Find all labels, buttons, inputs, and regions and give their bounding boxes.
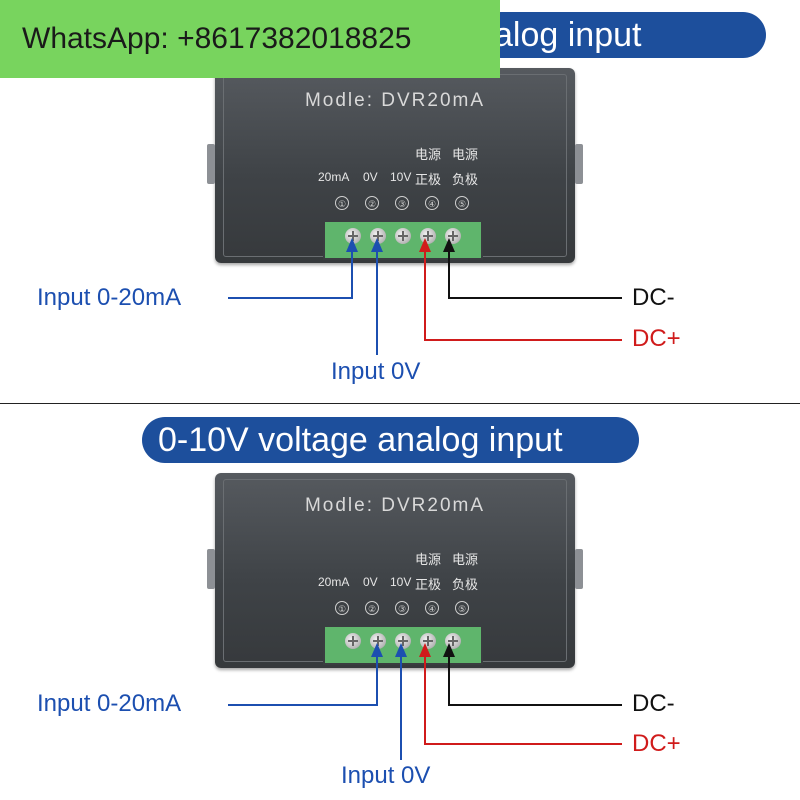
- meter-device: Modle: DVR20mA 电源 电源 20mA 0V 10V 正极 负极 ①…: [207, 68, 583, 263]
- label-dc-plus: DC+: [632, 325, 681, 352]
- label-input-0v: Input 0V: [341, 762, 431, 789]
- terminal-number-1: ①: [335, 601, 349, 615]
- wiring-lines: [228, 643, 622, 760]
- label-input-ma: Input 0-20mA: [37, 284, 182, 311]
- wiring-lines: [228, 238, 622, 355]
- terminal-label-20ma: 20mA: [318, 575, 350, 589]
- terminal-number-3: ③: [395, 601, 409, 615]
- terminal-label-0v: 0V: [363, 575, 378, 589]
- section-banner: 0-10V voltage analog input: [142, 417, 639, 463]
- label-input-ma: Input 0-20mA: [37, 690, 182, 717]
- screw-4: [420, 228, 436, 244]
- arrow-input-0v: [371, 238, 383, 252]
- screw-1: [345, 228, 361, 244]
- positive-label: 正极: [415, 172, 442, 187]
- negative-label: 负极: [452, 577, 479, 592]
- terminal-number-3: ③: [395, 196, 409, 210]
- terminal-label-0v: 0V: [363, 170, 378, 184]
- screw-3: [395, 633, 411, 649]
- section-banner: alog input: [478, 12, 766, 58]
- terminal-number-4: ④: [425, 601, 439, 615]
- label-input-0v: Input 0V: [331, 358, 421, 385]
- power-label-5: 电源: [452, 552, 479, 567]
- terminal-number-1: ①: [335, 196, 349, 210]
- arrow-dc-plus: [419, 643, 431, 657]
- section-divider: [0, 403, 800, 404]
- negative-label: 负极: [452, 172, 479, 187]
- screw-2: [370, 228, 386, 244]
- screw-3: [395, 228, 411, 244]
- wire-input-ma: [228, 655, 378, 706]
- arrow-input-ma: [346, 238, 358, 252]
- screw-2: [370, 633, 386, 649]
- terminal-number-2: ②: [365, 196, 379, 210]
- wire-input-ma: [228, 250, 353, 299]
- label-dc-minus: DC-: [632, 690, 675, 717]
- terminal-block: [323, 222, 483, 260]
- meter-device: Modle: DVR20mA 电源 电源 20mA 0V 10V 正极 负极 ①…: [207, 473, 583, 668]
- label-dc-minus: DC-: [632, 284, 675, 311]
- terminal-number-5: ⑤: [455, 601, 469, 615]
- arrow-dc-minus: [443, 643, 455, 657]
- label-dc-plus: DC+: [632, 730, 681, 757]
- arrow-input-0v: [395, 643, 407, 657]
- terminal-label-10v: 10V: [390, 170, 412, 184]
- terminal-number-5: ⑤: [455, 196, 469, 210]
- model-label: Modle: DVR20mA: [304, 90, 486, 111]
- terminal-label-10v: 10V: [390, 575, 412, 589]
- terminal-number-4: ④: [425, 196, 439, 210]
- right-clip: [575, 549, 583, 589]
- arrow-dc-plus: [419, 238, 431, 252]
- power-label-4: 电源: [415, 552, 442, 567]
- right-clip: [575, 144, 583, 184]
- wire-dc-plus: [424, 250, 622, 341]
- wire-dc-minus: [448, 250, 622, 299]
- terminal-number-2: ②: [365, 601, 379, 615]
- left-clip: [207, 144, 215, 184]
- model-label: Modle: DVR20mA: [304, 495, 486, 516]
- wiring-panel-voltage: 0-10V voltage analog input Modle: DVR20m…: [0, 400, 800, 800]
- left-clip: [207, 549, 215, 589]
- power-label-5: 电源: [452, 147, 479, 162]
- arrow-dc-minus: [443, 238, 455, 252]
- screw-1: [345, 633, 361, 649]
- wire-dc-plus: [424, 655, 622, 745]
- positive-label: 正极: [415, 577, 442, 592]
- whatsapp-watermark: WhatsApp: +8617382018825: [0, 0, 500, 78]
- power-label-4: 电源: [415, 147, 442, 162]
- terminal-label-20ma: 20mA: [318, 170, 350, 184]
- arrow-input-ma: [371, 643, 383, 657]
- wiring-panel-current: alog input Modle: DVR20mA 电源 电源 20mA 0V …: [37, 12, 766, 385]
- terminal-block: [323, 627, 483, 665]
- wire-dc-minus: [448, 655, 622, 706]
- screw-4: [420, 633, 436, 649]
